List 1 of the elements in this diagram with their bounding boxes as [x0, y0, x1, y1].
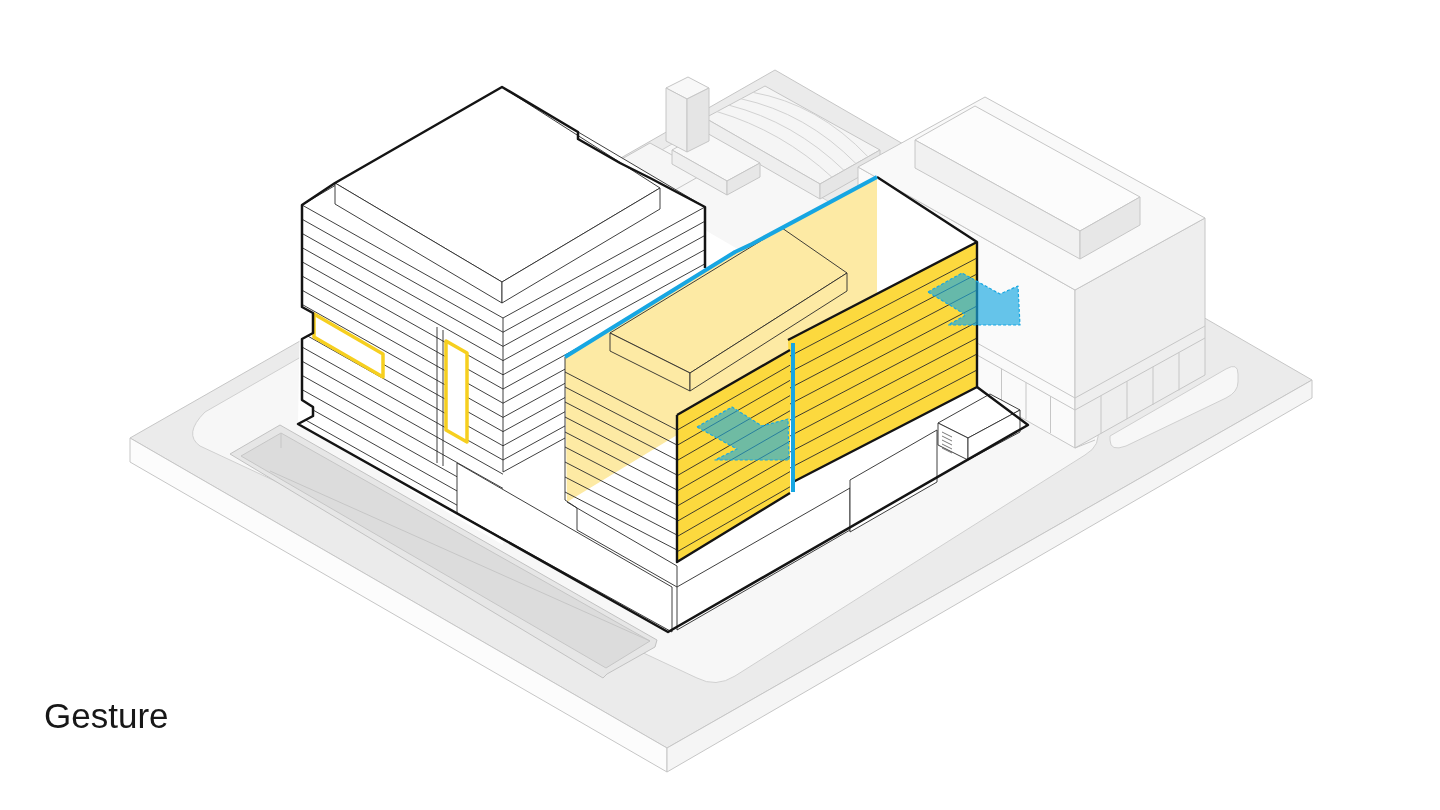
diagram-title: Gesture [44, 695, 169, 737]
